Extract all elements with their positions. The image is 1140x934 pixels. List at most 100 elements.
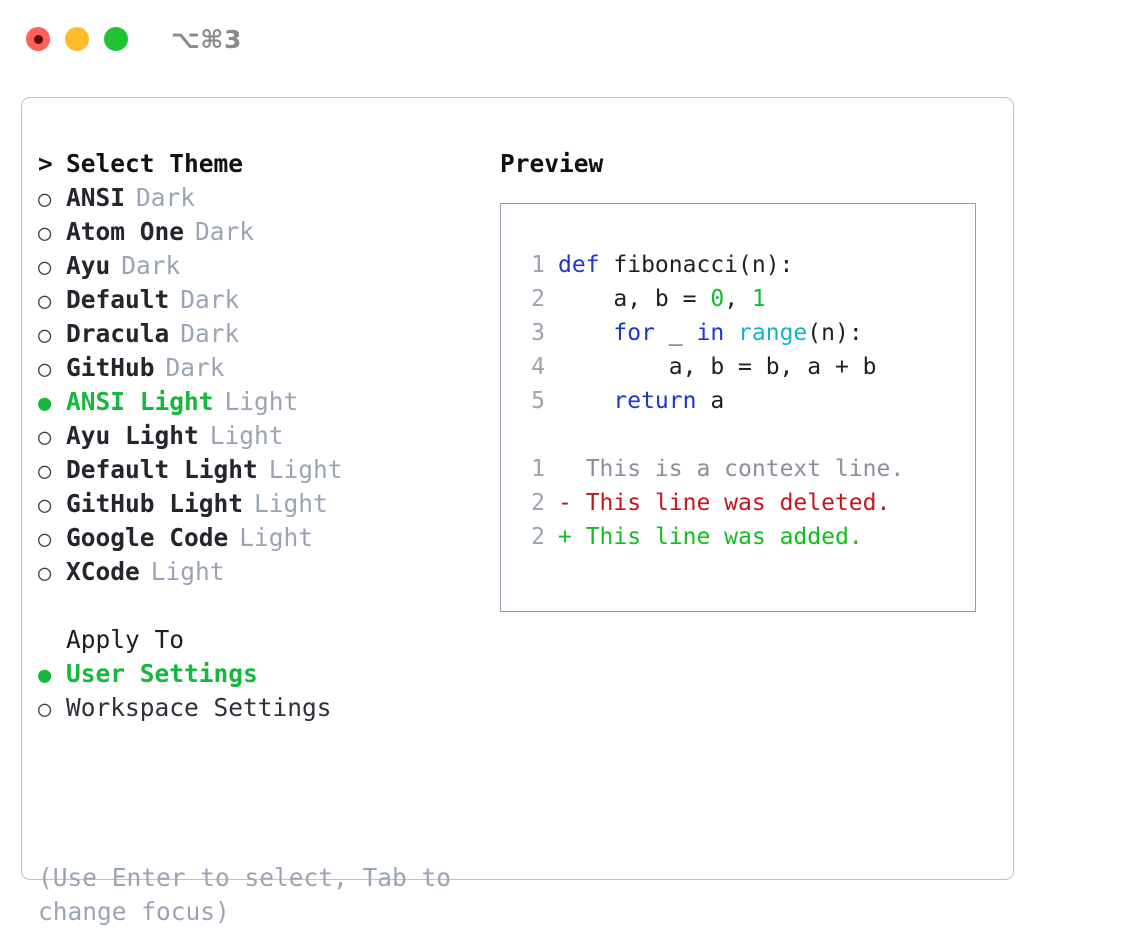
theme-item-xcode-light[interactable]: ○ XCode Light: [38, 555, 478, 589]
code-content: for _ in range(n):: [558, 316, 863, 350]
diff-text: This line was deleted.: [571, 490, 891, 516]
code-diff-separator: [513, 418, 969, 452]
theme-name: GitHub Light: [66, 489, 244, 518]
maximize-button[interactable]: [104, 27, 128, 51]
radio-unselected-icon[interactable]: ○: [38, 561, 52, 586]
radio-unselected-icon[interactable]: ○: [38, 493, 52, 518]
preview-column: Preview 1 def fibonacci(n): 2 a, b = 0, …: [500, 147, 1000, 612]
line-number: 5: [531, 388, 545, 414]
theme-variant: Light: [239, 523, 314, 552]
diff-line-deleted: 2 - This line was deleted.: [513, 486, 969, 520]
theme-name: Ayu Light: [66, 421, 199, 450]
radio-unselected-icon[interactable]: ○: [38, 425, 52, 450]
line-number: 1: [531, 456, 545, 482]
radio-unselected-icon[interactable]: ○: [38, 221, 52, 246]
token-plain: [724, 320, 738, 346]
theme-variant: Light: [209, 421, 284, 450]
theme-item-github-dark[interactable]: ○ GitHub Dark: [38, 351, 478, 385]
code-content: a, b = 0, 1: [558, 282, 766, 316]
token-plain: a, b =: [558, 286, 711, 312]
radio-unselected-icon[interactable]: ○: [38, 187, 52, 212]
keyboard-hint: (Use Enter to select, Tab to change focu…: [38, 863, 452, 926]
theme-variant: Dark: [180, 285, 240, 314]
theme-variant: Dark: [165, 353, 225, 382]
theme-variant: Dark: [121, 251, 181, 280]
radio-unselected-icon[interactable]: ○: [38, 357, 52, 382]
code-sample: 1 def fibonacci(n): 2 a, b = 0, 1 3 for …: [513, 248, 969, 554]
theme-item-google-code[interactable]: ○ Google Code Light: [38, 521, 478, 555]
theme-item-default-light[interactable]: ○ Default Light Light: [38, 453, 478, 487]
token-function: range: [738, 320, 808, 346]
radio-unselected-icon[interactable]: ○: [38, 527, 52, 552]
theme-variant: Dark: [195, 217, 255, 246]
radio-selected-icon[interactable]: ●: [38, 663, 52, 688]
diff-text: This is a context line.: [571, 456, 905, 482]
theme-item-dracula-dark[interactable]: ○ Dracula Dark: [38, 317, 478, 351]
line-number: 4: [531, 354, 545, 380]
list-spacer: [38, 589, 478, 623]
theme-name: XCode: [66, 557, 140, 586]
code-line: 4 a, b = b, a + b: [513, 350, 969, 384]
line-number: 2: [531, 286, 545, 312]
theme-name: GitHub: [66, 353, 155, 382]
radio-unselected-icon[interactable]: ○: [38, 289, 52, 314]
theme-selector-column: > Select Theme ○ ANSI Dark ○ Atom One Da…: [38, 147, 478, 725]
theme-variant: Light: [268, 455, 343, 484]
radio-unselected-icon[interactable]: ○: [38, 697, 52, 722]
diff-sign: -: [558, 490, 572, 516]
line-number: 2: [531, 524, 545, 550]
line-number: 2: [531, 490, 545, 516]
code-line: 3 for _ in range(n):: [513, 316, 969, 350]
theme-variant: Dark: [136, 183, 196, 212]
theme-item-atom-one-dark[interactable]: ○ Atom One Dark: [38, 215, 478, 249]
theme-name: Atom One: [66, 217, 185, 246]
token-keyword: in: [696, 320, 725, 346]
radio-unselected-icon[interactable]: ○: [38, 323, 52, 348]
theme-variant: Light: [254, 489, 328, 518]
select-theme-label: Select Theme: [66, 149, 244, 178]
theme-variant: Dark: [180, 319, 240, 348]
theme-variant: Light: [224, 387, 299, 416]
preview-box: 1 def fibonacci(n): 2 a, b = 0, 1 3 for …: [500, 203, 976, 612]
title-bar: ⌥⌘3: [0, 0, 1140, 78]
theme-name: Ayu: [66, 251, 111, 280]
theme-item-ayu-light[interactable]: ○ Ayu Light Light: [38, 419, 478, 453]
diff-sign: +: [558, 524, 572, 550]
line-number: 1: [531, 252, 545, 278]
theme-name: Google Code: [66, 523, 229, 552]
code-line: 5 return a: [513, 384, 969, 418]
theme-item-github-light[interactable]: ○ GitHub Light Light: [38, 487, 478, 521]
token-plain: ,: [724, 286, 752, 312]
theme-name: Dracula: [66, 319, 170, 348]
radio-selected-icon[interactable]: ●: [38, 391, 52, 416]
code-line: 2 a, b = 0, 1: [513, 282, 969, 316]
token-number: 1: [751, 286, 766, 312]
diff-text: This line was added.: [571, 524, 863, 550]
radio-unselected-icon[interactable]: ○: [38, 459, 52, 484]
apply-to-option-workspace-settings[interactable]: ○ Workspace Settings: [38, 691, 478, 725]
theme-item-default-dark[interactable]: ○ Default Dark: [38, 283, 478, 317]
theme-item-ayu-dark[interactable]: ○ Ayu Dark: [38, 249, 478, 283]
diff-sign: [558, 452, 572, 486]
theme-item-ansi-dark[interactable]: ○ ANSI Dark: [38, 181, 478, 215]
apply-to-option-user-settings[interactable]: ● User Settings: [38, 657, 478, 691]
minimize-button[interactable]: [65, 27, 89, 51]
apply-to-label: Apply To: [66, 625, 185, 654]
caret-icon: >: [38, 149, 53, 178]
diff-line-context: 1 This is a context line.: [513, 452, 969, 486]
token-number: 0: [710, 286, 725, 312]
theme-name: ANSI: [66, 183, 126, 212]
theme-name: ANSI Light: [66, 387, 214, 416]
theme-item-ansi-light[interactable]: ● ANSI Light Light: [38, 385, 478, 419]
token-plain: (n):: [807, 320, 863, 346]
token-plain: a: [696, 388, 725, 414]
radio-unselected-icon[interactable]: ○: [38, 255, 52, 280]
close-button[interactable]: [26, 27, 50, 51]
token-plain: [558, 320, 613, 346]
blank-marker: ○: [38, 625, 66, 659]
token-plain: fibonacci(n):: [599, 252, 794, 278]
code-line: 1 def fibonacci(n):: [513, 248, 969, 282]
theme-variant: Light: [150, 557, 225, 586]
select-theme-header: > Select Theme: [38, 147, 478, 181]
